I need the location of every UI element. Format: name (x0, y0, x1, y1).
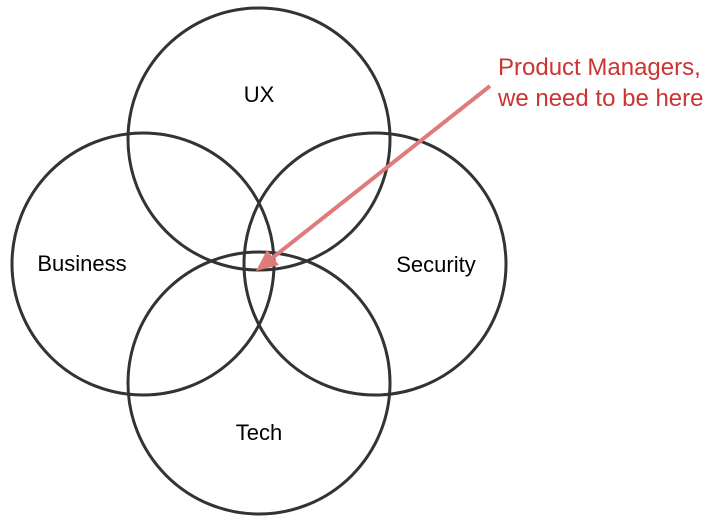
annotation-line-1: Product Managers, (498, 54, 701, 81)
security-label: Security (396, 252, 475, 277)
annotation-line-2: we need to be here (498, 85, 704, 112)
ux-label: UX (244, 82, 275, 107)
tech-circle (126, 250, 392, 516)
ux-circle (126, 6, 392, 272)
annotation-arrow-line (269, 84, 492, 261)
security-circle (242, 131, 508, 397)
tech-label: Tech (236, 420, 282, 445)
product-managers-annotation: Product Managers, we need to be here (498, 52, 704, 114)
annotation-arrow-head (256, 250, 279, 271)
business-label: Business (37, 251, 126, 276)
